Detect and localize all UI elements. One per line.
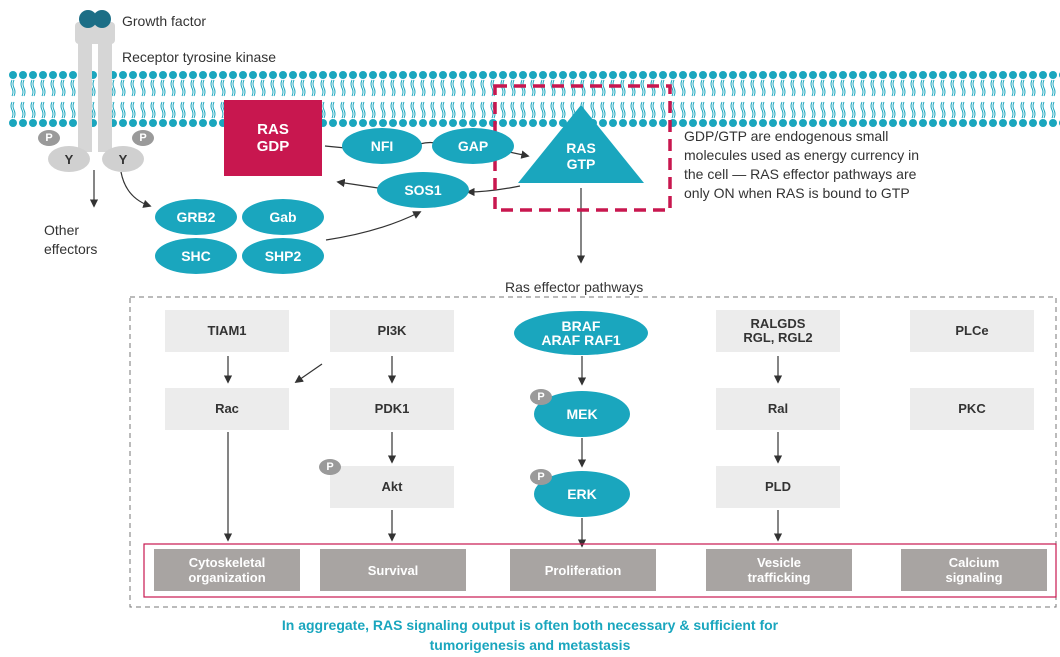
ras-gtp-triangle: [518, 105, 644, 183]
plce-box: PLCe: [910, 310, 1034, 352]
erk-phospho: P: [530, 469, 552, 485]
phospho-right: P: [132, 130, 154, 146]
grb2-oval: GRB2: [155, 199, 237, 235]
ras-gdp-box: RAS GDP: [224, 100, 322, 176]
tyrosine-right: Y: [102, 146, 144, 172]
footer-statement: In aggregate, RAS signaling output is of…: [281, 617, 779, 653]
ralgds-box: RALGDS RGL, RGL2: [716, 310, 840, 352]
outcome-proliferation: Proliferation: [510, 549, 656, 591]
pi3k-box: PI3K: [330, 310, 454, 352]
effector-pathways-box: [129, 296, 1057, 608]
sos1-oval: SOS1: [377, 172, 469, 208]
mek-phospho: P: [530, 389, 552, 405]
gab-oval: Gab: [242, 199, 324, 235]
tyrosine-left: Y: [48, 146, 90, 172]
cell-membrane: [8, 70, 1060, 128]
outcomes-frame: [143, 543, 1057, 598]
outcome-survival: Survival: [320, 549, 466, 591]
phospho-left: P: [38, 130, 60, 146]
growth-factor-label: Growth factor: [122, 13, 207, 29]
rac-box: Rac: [165, 388, 289, 430]
akt-phospho: P: [319, 459, 341, 475]
ral-box: Ral: [716, 388, 840, 430]
nf1-oval: NFI: [342, 128, 422, 164]
shp2-oval: SHP2: [242, 238, 324, 274]
gap-oval: GAP: [432, 128, 514, 164]
outcome-cytoskeletal: Cytoskeletal organization: [154, 549, 300, 591]
other-effectors-label: Other effectors: [44, 222, 98, 257]
receptor-tyrosine-kinase: [75, 10, 115, 152]
ras-gtp-label: RAS GTP: [566, 140, 596, 172]
tiam1-box: TIAM1: [165, 310, 289, 352]
akt-box: Akt: [330, 466, 454, 508]
shc-oval: SHC: [155, 238, 237, 274]
outcome-vesicle: Vesicle trafficking: [706, 549, 852, 591]
outcome-calcium: Calcium signaling: [901, 549, 1047, 591]
effector-pathways-title: Ras effector pathways: [505, 279, 644, 295]
braf-oval: BRAF ARAF RAF1: [514, 311, 648, 355]
gdp-gtp-note: GDP/GTP are endogenous small molecules u…: [684, 128, 920, 201]
receptor-label: Receptor tyrosine kinase: [122, 49, 277, 65]
pdk1-box: PDK1: [330, 388, 454, 430]
pld-box: PLD: [716, 466, 840, 508]
pkc-box: PKC: [910, 388, 1034, 430]
